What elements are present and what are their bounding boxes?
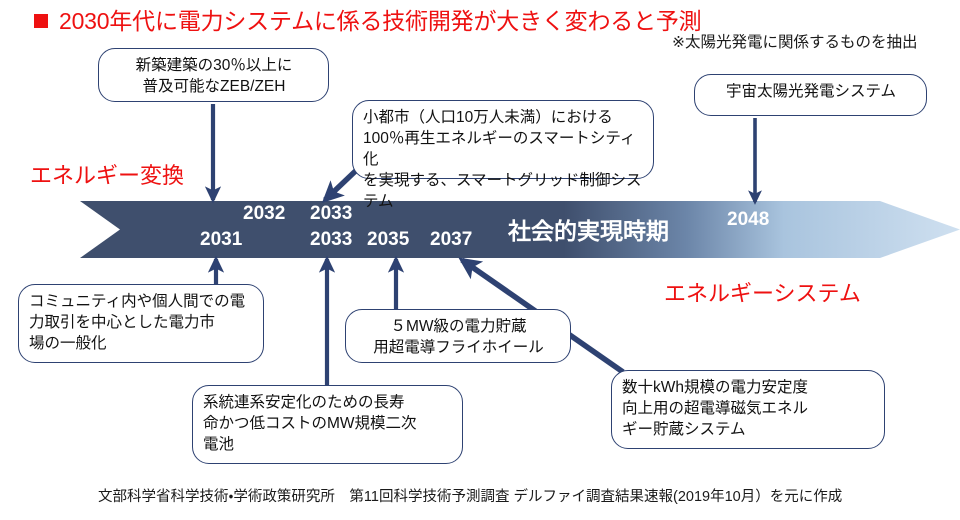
callout-smart-grid-line3: を実現する、スマートグリッド制御システム <box>363 172 642 210</box>
callout-flywheel[interactable]: ５MW級の電力貯蔵 用超電導フライホイール <box>345 309 571 363</box>
timeline-band-shape <box>80 201 960 258</box>
timeline-year-2033-upper: 2033 <box>310 203 353 224</box>
extraction-note: ※太陽光発電に関係するものを抽出 <box>672 34 918 51</box>
callout-smart-grid-line2: 100％再生エネルギーのスマートシティ化 <box>363 130 636 168</box>
callout-secondary-battery[interactable]: 系統連系安定化のための長寿 命かつ低コストのMW規模二次 電池 <box>192 385 463 464</box>
callout-space-solar-line1: 宇宙太陽光発電システム <box>725 83 897 100</box>
caption-energy-system: エネルギーシステム <box>664 281 861 306</box>
callout-secondary-battery-line2: 命かつ低コストのMW規模二次 <box>203 415 417 432</box>
timeline-year-2032: 2032 <box>243 203 286 224</box>
callout-power-market[interactable]: コミュニティ内や個人間での電 力取引を中心とした電力市 場の一般化 <box>18 284 264 363</box>
callout-smes-line1: 数十kWh規模の電力安定度 <box>622 379 809 396</box>
callout-secondary-battery-line1: 系統連系安定化のための長寿 <box>203 394 405 411</box>
timeline-band-label: 社会的実現時期 <box>508 218 669 244</box>
timeline-arrow-band <box>80 201 960 258</box>
page-title: 2030年代に電力システムに係る技術開発が大きく変わると予測 <box>34 8 702 34</box>
callout-smes-line2: 向上用の超電導磁気エネル <box>622 400 809 417</box>
timeline-year-2037: 2037 <box>430 229 473 250</box>
callout-zeb-line1: 新築建築の30％以上に <box>135 57 293 74</box>
callout-secondary-battery-line3: 電池 <box>203 436 235 453</box>
timeline-year-2048: 2048 <box>727 209 770 230</box>
callout-zeb-zeh[interactable]: 新築建築の30％以上に 普及可能なZEB/ZEH <box>98 48 329 102</box>
callout-flywheel-line1: ５MW級の電力貯蔵 <box>390 318 527 335</box>
callout-smes-line3: ギー貯蔵システム <box>622 421 746 438</box>
callout-power-market-line3: 場の一般化 <box>29 335 107 352</box>
page-title-text: 2030年代に電力システムに係る技術開発が大きく変わると予測 <box>59 8 702 34</box>
callout-power-market-line1: コミュニティ内や個人間での電 <box>29 293 246 310</box>
callout-smart-grid-line1: 小都市（人口10万人未満）における <box>363 109 613 126</box>
caption-energy-conversion: エネルギー変換 <box>30 163 185 188</box>
callout-smes[interactable]: 数十kWh規模の電力安定度 向上用の超電導磁気エネル ギー貯蔵システム <box>611 370 885 449</box>
red-square-bullet-icon <box>34 14 48 28</box>
callout-power-market-line2: 力取引を中心とした電力市 <box>29 314 216 331</box>
timeline-year-2031: 2031 <box>200 229 243 250</box>
callout-space-solar[interactable]: 宇宙太陽光発電システム <box>694 74 927 116</box>
callout-flywheel-line2: 用超電導フライホイール <box>373 339 544 356</box>
timeline-year-2035: 2035 <box>367 229 410 250</box>
timeline-year-2033-lower: 2033 <box>310 229 353 250</box>
callout-zeb-line2: 普及可能なZEB/ZEH <box>142 78 286 95</box>
callout-smart-grid[interactable]: 小都市（人口10万人未満）における 100％再生エネルギーのスマートシティ化 を… <box>352 100 654 210</box>
source-footer: 文部科学省科学技術・学術政策研究所 第11回科学技術予測調査 デルファイ調査結果… <box>98 489 843 505</box>
